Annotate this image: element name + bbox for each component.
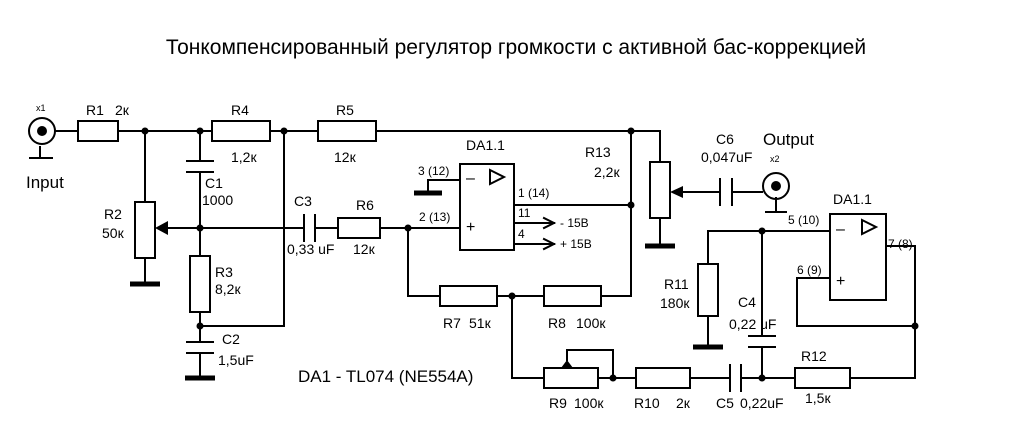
- svg-text:+: +: [836, 273, 845, 290]
- resistor-r12: R12 1,5к: [794, 348, 851, 406]
- resistor-r3: R3 8,2к: [189, 255, 241, 313]
- svg-text:2,2к: 2,2к: [594, 164, 620, 180]
- svg-text:–: –: [836, 221, 845, 238]
- svg-text:8,2к: 8,2к: [215, 281, 241, 297]
- capacitor-c1: C1 1000: [186, 160, 233, 208]
- svg-text:+ 15В: + 15В: [560, 237, 592, 251]
- capacitor-c4: C4 0,22 uF: [729, 294, 776, 348]
- svg-text:C4: C4: [738, 294, 756, 310]
- svg-text:100к: 100к: [576, 315, 606, 331]
- svg-text:12к: 12к: [353, 241, 376, 257]
- svg-text:C6: C6: [716, 131, 734, 147]
- input-connector: x1 Input: [26, 103, 64, 192]
- svg-text:R12: R12: [801, 348, 827, 364]
- capacitor-c6: C6 0,047uF: [701, 131, 752, 206]
- resistor-r8: R8 100к: [543, 285, 606, 331]
- svg-text:3 (12): 3 (12): [418, 164, 449, 178]
- svg-text:12к: 12к: [334, 149, 357, 165]
- resistor-r7: R7 51к: [439, 285, 498, 331]
- svg-text:- 15В: - 15В: [560, 216, 589, 230]
- resistor-r6: R6 12к: [337, 197, 381, 257]
- output-label: Output: [763, 130, 814, 149]
- svg-text:+: +: [466, 219, 475, 236]
- svg-text:DA1.1: DA1.1: [833, 191, 872, 207]
- capacitor-c2: C2 1,5uF: [186, 331, 254, 368]
- junctions: [141, 127, 919, 382]
- svg-text:R10: R10: [634, 395, 660, 411]
- svg-text:7 (8): 7 (8): [888, 237, 913, 251]
- svg-text:–: –: [466, 170, 475, 187]
- opamp-da1-1-first: – + DA1.1 3 (12) 2 (13) 1 (14) 11 4 - 15…: [418, 137, 592, 251]
- svg-text:0,22 uF: 0,22 uF: [729, 316, 776, 332]
- svg-text:2к: 2к: [115, 102, 130, 118]
- svg-text:1 (14): 1 (14): [518, 186, 549, 200]
- svg-text:R3: R3: [215, 264, 233, 280]
- capacitor-c5: C5 0,22uF: [716, 364, 784, 411]
- resistor-r13: R13 2,2к: [585, 144, 683, 219]
- svg-text:C3: C3: [294, 193, 312, 209]
- svg-text:0,047uF: 0,047uF: [701, 149, 752, 165]
- svg-text:C5: C5: [716, 395, 734, 411]
- svg-text:2к: 2к: [676, 395, 691, 411]
- svg-text:6 (9): 6 (9): [797, 263, 822, 277]
- svg-text:DA1.1: DA1.1: [466, 137, 505, 153]
- wires: [39, 130, 916, 379]
- svg-text:R13: R13: [585, 144, 611, 160]
- svg-text:5 (10): 5 (10): [788, 213, 819, 227]
- svg-text:0,22uF: 0,22uF: [740, 395, 784, 411]
- svg-text:R1: R1: [86, 102, 104, 118]
- svg-text:11: 11: [518, 206, 531, 220]
- svg-text:C2: C2: [222, 331, 240, 347]
- resistor-r4: R4 1,2к: [211, 102, 271, 165]
- resistor-r9: R9 100к: [543, 360, 604, 411]
- svg-text:1,5к: 1,5к: [805, 390, 831, 406]
- capacitor-c3: C3 0,33 uF: [287, 193, 334, 257]
- svg-text:51к: 51к: [469, 315, 492, 331]
- svg-text:1,2к: 1,2к: [231, 149, 257, 165]
- svg-text:R11: R11: [664, 276, 689, 292]
- svg-text:1,5uF: 1,5uF: [218, 352, 254, 368]
- svg-text:R8: R8: [548, 315, 566, 331]
- svg-text:100к: 100к: [574, 395, 604, 411]
- svg-text:R5: R5: [336, 102, 354, 118]
- svg-text:R6: R6: [356, 197, 374, 213]
- diagram-title: Тонкомпенсированный регулятор громкости …: [166, 36, 866, 59]
- resistor-r5: R5 12к: [317, 102, 377, 165]
- svg-text:x2: x2: [770, 154, 780, 164]
- svg-text:2 (13): 2 (13): [419, 210, 450, 224]
- resistor-r2: R2 50к: [102, 201, 168, 259]
- svg-text:0,33 uF: 0,33 uF: [287, 241, 334, 257]
- svg-text:R7: R7: [443, 315, 461, 331]
- ground-symbols: [130, 190, 723, 381]
- svg-text:1000: 1000: [202, 192, 233, 208]
- resistor-r10: R10 2к: [634, 367, 691, 411]
- svg-text:x1: x1: [36, 103, 46, 113]
- chip-note: DA1 - TL074 (NE554A): [298, 367, 473, 386]
- svg-text:180к: 180к: [660, 295, 690, 311]
- svg-text:R4: R4: [231, 102, 249, 118]
- resistor-r1: R1 2к: [77, 102, 130, 142]
- input-label: Input: [26, 173, 64, 192]
- svg-text:R9: R9: [549, 395, 567, 411]
- svg-text:4: 4: [518, 227, 525, 241]
- opamp-da1-1-second: – + DA1.1 5 (10) 6 (9) 7 (8): [788, 191, 913, 301]
- resistor-r11: R11 180к: [660, 263, 719, 317]
- output-connector: x2 Output: [762, 130, 814, 213]
- svg-text:50к: 50к: [102, 225, 125, 241]
- svg-text:C1: C1: [205, 175, 223, 191]
- svg-text:R2: R2: [104, 206, 122, 222]
